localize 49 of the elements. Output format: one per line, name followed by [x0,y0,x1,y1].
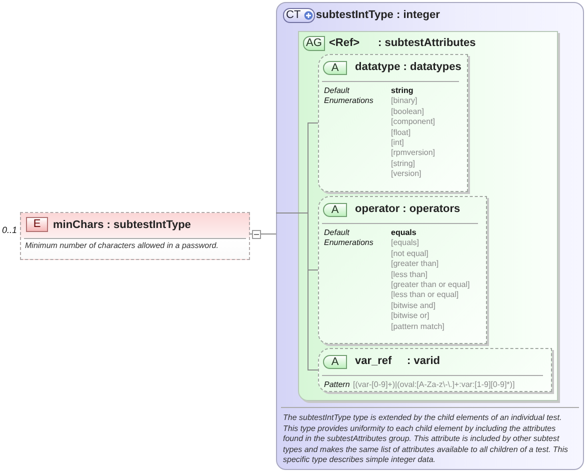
property-value: [bitwise and] [391,300,436,310]
type-badge: A [323,355,347,369]
node-title: : varid [407,355,440,368]
node-title: minChars : subtestIntType [53,219,191,232]
property-name: Enumerations [324,238,374,248]
connector-line [298,212,318,370]
node-title: var_ref [355,355,392,368]
complex-type-box [276,2,584,470]
property-value: [int] [391,138,404,148]
description-text: The subtestIntType type is extended by the child elements of an individual test. This type provides uniformity to each child element by including the attributes found in the subtestAttributes group. This attribute is included by other subtest types and makes the same list of attributes available to all children of a test. This specific type describes simple integer data. [283,413,570,466]
property-value: [component] [391,117,436,126]
property-name: Default [324,228,350,238]
property-value: [less than] [391,270,428,279]
property-value: [bitwise or] [391,311,430,320]
node-title: datatype : datatypes [355,61,462,74]
property-value: [binary] [391,96,418,106]
property-value: [rpmversion] [391,148,436,158]
property-value: equals [391,228,416,238]
element-box [20,212,250,260]
attribute-box [318,348,552,392]
property-value: [float] [391,128,411,137]
connector-line [276,212,298,214]
property-name: Pattern [324,380,350,390]
type-badge: A [323,61,347,75]
property-value: [version] [391,169,422,178]
property-value: [(var-[0-9]+)|(oval:[A-Za-z\-\.]+:var:[1-9][0-9]*)] [353,380,515,390]
property-value: [string] [391,158,416,168]
attribute-box [318,196,487,344]
description-text: Minimum number of characters allowed in a password. [25,241,220,252]
node-title: : subtestAttributes [378,37,476,50]
property-value: string [391,86,414,96]
property-value: [less than or equal] [391,290,459,300]
type-badge: AG [303,36,325,51]
property-value: [not equal] [391,248,428,258]
type-badge: E [26,217,48,232]
property-value: [pattern match] [391,322,444,331]
property-value: [equals] [391,238,420,248]
attribute-box [318,54,468,192]
node-title: operator : operators [355,203,460,216]
attribute-group-box [298,31,558,401]
node-title: <Ref> [329,37,360,50]
multiplicity-label: 0..1 [2,225,18,236]
property-name: Default [324,86,350,96]
type-badge: A [323,203,347,217]
property-value: [boolean] [391,106,424,116]
property-value: [greater than or equal] [391,280,470,290]
property-name: Enumerations [324,96,374,106]
property-value: [greater than] [391,259,439,268]
node-title: subtestIntType : integer [316,9,440,22]
